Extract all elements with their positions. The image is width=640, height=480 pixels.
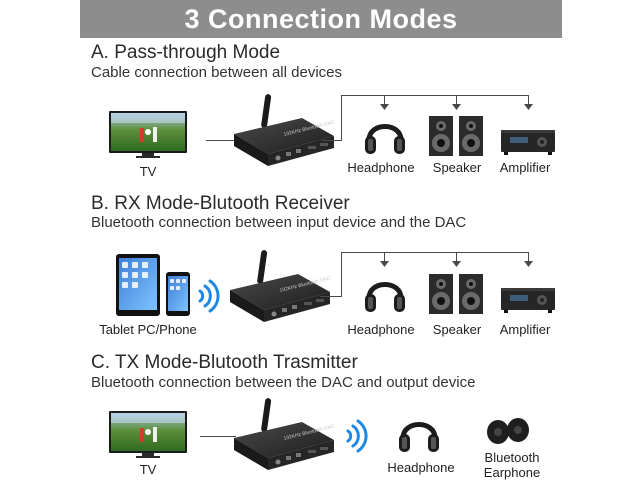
bluetooth-signal-icon [344, 418, 368, 454]
mode-a-output-headphone: Headphone [347, 160, 415, 175]
mode-a-source-label: TV [139, 164, 157, 179]
banner-title: 3 Connection Modes [80, 0, 562, 38]
mode-b-output-amplifier: Amplifier [499, 322, 551, 337]
cable-line [341, 95, 342, 141]
mode-c-output-earphone: Earphone [483, 465, 541, 480]
cable-line [206, 140, 238, 141]
mode-c-output-bluetooth: Bluetooth [484, 450, 540, 465]
arrow-line [384, 95, 385, 105]
headphone-icon [363, 112, 407, 158]
mode-b-source-label: Tablet PC/Phone [99, 322, 197, 337]
tv-icon [108, 410, 188, 460]
cable-line [341, 252, 529, 253]
dac-device-icon [224, 248, 334, 328]
headphone-icon [397, 410, 441, 456]
cable-line [341, 252, 342, 297]
bluetooth-signal-icon [196, 278, 220, 314]
mode-b-output-headphone: Headphone [347, 322, 415, 337]
amplifier-icon [500, 284, 556, 314]
arrow-heads [380, 104, 533, 110]
headphone-icon [363, 270, 407, 316]
mode-c-output-headphone: Headphone [387, 460, 455, 475]
arrow-line [384, 252, 385, 262]
cable-line [200, 436, 236, 437]
arrow-heads [380, 261, 533, 267]
amplifier-icon [500, 126, 556, 156]
cable-line [320, 296, 342, 297]
tablet-phone-icon [114, 252, 194, 322]
mode-c-subtitle: Bluetooth connection between the DAC and… [91, 374, 476, 391]
cable-line [341, 95, 529, 96]
mode-a-output-amplifier: Amplifier [499, 160, 551, 175]
mode-b-subtitle: Bluetooth connection between input devic… [91, 214, 467, 231]
speaker-icon [428, 114, 484, 158]
dac-device-icon [228, 92, 338, 172]
earbuds-icon [484, 414, 532, 450]
arrow-line [456, 95, 457, 105]
arrow-line [456, 252, 457, 262]
arrow-line [528, 252, 529, 262]
mode-b-output-speaker: Speaker [432, 322, 482, 337]
dac-device-icon [228, 396, 338, 476]
mode-a-output-speaker: Speaker [432, 160, 482, 175]
mode-c-source-label: TV [139, 462, 157, 477]
mode-c-title: C. TX Mode-Blutooth Trasmitter [91, 352, 358, 373]
mode-a-subtitle: Cable connection between all devices [91, 64, 342, 81]
cable-line [322, 140, 342, 141]
tv-icon [108, 110, 188, 160]
mode-b-title: B. RX Mode-Blutooth Receiver [91, 193, 350, 214]
arrow-line [528, 95, 529, 105]
mode-a-title: A. Pass-through Mode [91, 42, 281, 63]
speaker-icon [428, 272, 484, 316]
